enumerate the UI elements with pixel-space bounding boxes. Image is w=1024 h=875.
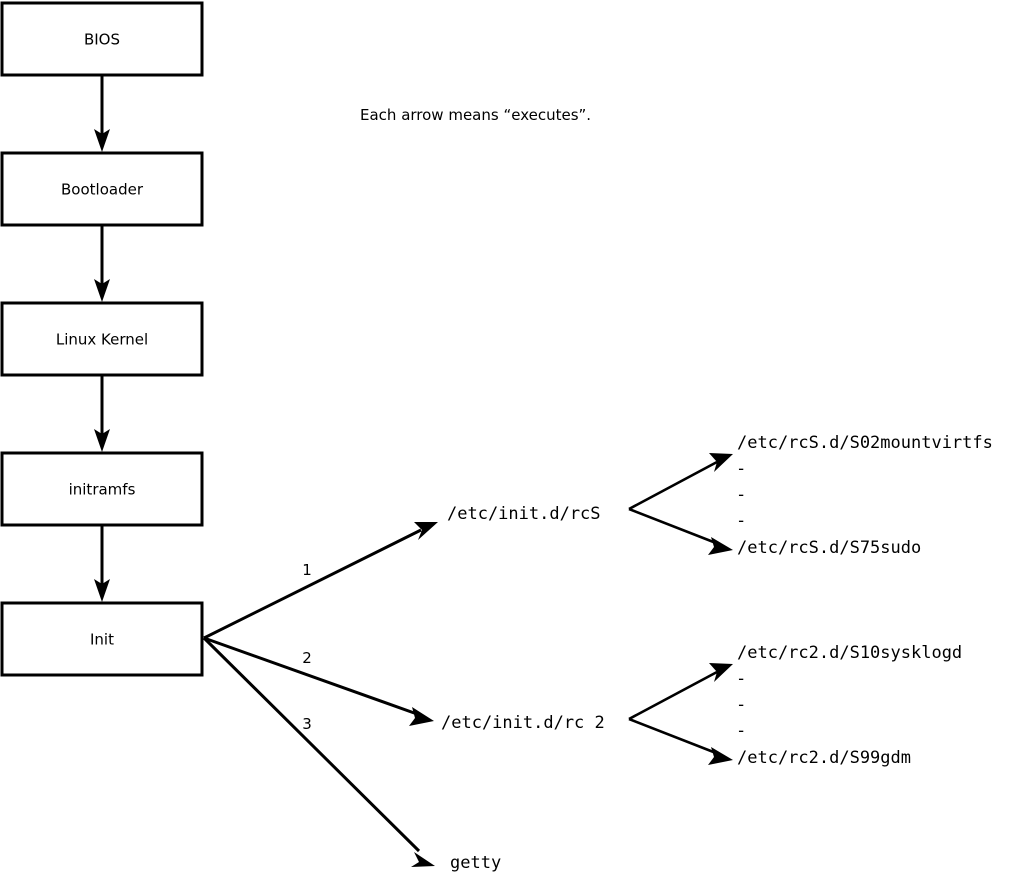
label-rc2-first-script[interactable]: /etc/rc2.d/S10sysklogd bbox=[737, 643, 962, 663]
box-initramfs[interactable]: initramfs bbox=[0, 451, 204, 527]
box-linux-kernel[interactable]: Linux Kernel bbox=[0, 301, 204, 377]
arrow-init-to-rcs bbox=[203, 522, 438, 640]
box-bootloader[interactable]: Bootloader bbox=[0, 151, 204, 227]
arrow-rcs-to-first-script bbox=[628, 453, 733, 511]
label-rcs-last-script[interactable]: /etc/rcS.d/S75sudo bbox=[737, 538, 921, 558]
box-init-rect bbox=[0, 601, 204, 677]
label-init-d-rc2[interactable]: /etc/init.d/rc 2 bbox=[441, 713, 605, 733]
box-init-label: Init bbox=[90, 631, 114, 649]
box-bootloader-label: Bootloader bbox=[61, 181, 144, 199]
arrow-rc2-to-first-script bbox=[628, 663, 733, 721]
box-bios-label: BIOS bbox=[84, 31, 120, 49]
rcs-ellipsis-dash-3: - bbox=[736, 511, 746, 531]
rcs-ellipsis-dash-2: - bbox=[736, 485, 746, 505]
arrow-kernel-to-initramfs bbox=[94, 375, 110, 452]
arrow-rc2-to-last-script bbox=[628, 717, 733, 765]
edge-number-2: 2 bbox=[302, 649, 312, 667]
diagram-caption: Each arrow means “executes”. bbox=[360, 106, 591, 124]
rc2-ellipsis-dash-3: - bbox=[736, 721, 746, 741]
box-initramfs-rect bbox=[0, 451, 204, 527]
arrow-init-to-rc2 bbox=[203, 636, 434, 726]
box-linux-kernel-label: Linux Kernel bbox=[56, 331, 148, 349]
box-bootloader-rect bbox=[0, 151, 204, 227]
box-initramfs-label: initramfs bbox=[69, 481, 136, 499]
edge-number-3: 3 bbox=[302, 715, 312, 733]
arrow-init-to-getty bbox=[202, 636, 435, 867]
rcs-ellipsis-dash-1: - bbox=[736, 459, 746, 479]
label-getty[interactable]: getty bbox=[450, 853, 501, 873]
arrow-initramfs-to-init bbox=[94, 525, 110, 602]
arrow-bootloader-to-kernel bbox=[94, 225, 110, 302]
box-bios-rect bbox=[0, 1, 204, 77]
arrow-bios-to-bootloader bbox=[94, 75, 110, 152]
label-rcs-first-script[interactable]: /etc/rcS.d/S02mountvirtfs bbox=[737, 433, 993, 453]
edge-number-1: 1 bbox=[302, 561, 312, 579]
rc2-ellipsis-dash-1: - bbox=[736, 669, 746, 689]
rc2-ellipsis-dash-2: - bbox=[736, 695, 746, 715]
box-init[interactable]: Init bbox=[0, 601, 204, 677]
label-rc2-last-script[interactable]: /etc/rc2.d/S99gdm bbox=[737, 748, 911, 768]
box-bios[interactable]: BIOS bbox=[0, 1, 204, 77]
label-init-d-rcs[interactable]: /etc/init.d/rcS bbox=[447, 504, 601, 524]
arrow-rcs-to-last-script bbox=[628, 507, 733, 555]
